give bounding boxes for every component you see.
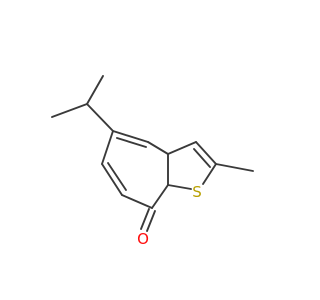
bond-c3-c2-inner — [193, 148, 211, 168]
bond-c5-c4 — [112, 130, 149, 143]
bond-s-c8a — [167, 184, 192, 190]
bond-methyl-left-to-isopropyl-ch — [51, 103, 88, 118]
molecule-structure-diagram: O S — [51, 75, 254, 248]
bond-carbonyl-a — [140, 208, 150, 230]
bond-c3-c2 — [195, 141, 217, 165]
bond-lines — [51, 75, 254, 232]
bond-c7-c8 — [121, 194, 153, 209]
bond-c4-c3a — [147, 141, 169, 155]
atom-label-sulfur: S — [192, 183, 202, 201]
bond-c5-c4-inner — [116, 137, 147, 148]
bond-c2-methyl — [215, 163, 254, 172]
bond-c3a-c3 — [167, 141, 197, 155]
bond-isopropyl-ch-to-ring — [86, 103, 114, 132]
bond-c6-c7-inner — [107, 162, 127, 191]
bond-c6-c7 — [101, 163, 123, 196]
atom-label-oxygen: O — [137, 230, 149, 248]
bond-c5-c6 — [101, 130, 114, 165]
atom-labels: O S — [137, 183, 202, 248]
bond-c2-s — [202, 163, 217, 185]
bond-methyl-right-to-isopropyl-ch — [86, 75, 104, 105]
bond-c8-c8a — [151, 184, 169, 209]
bond-carbonyl-b — [146, 210, 156, 232]
